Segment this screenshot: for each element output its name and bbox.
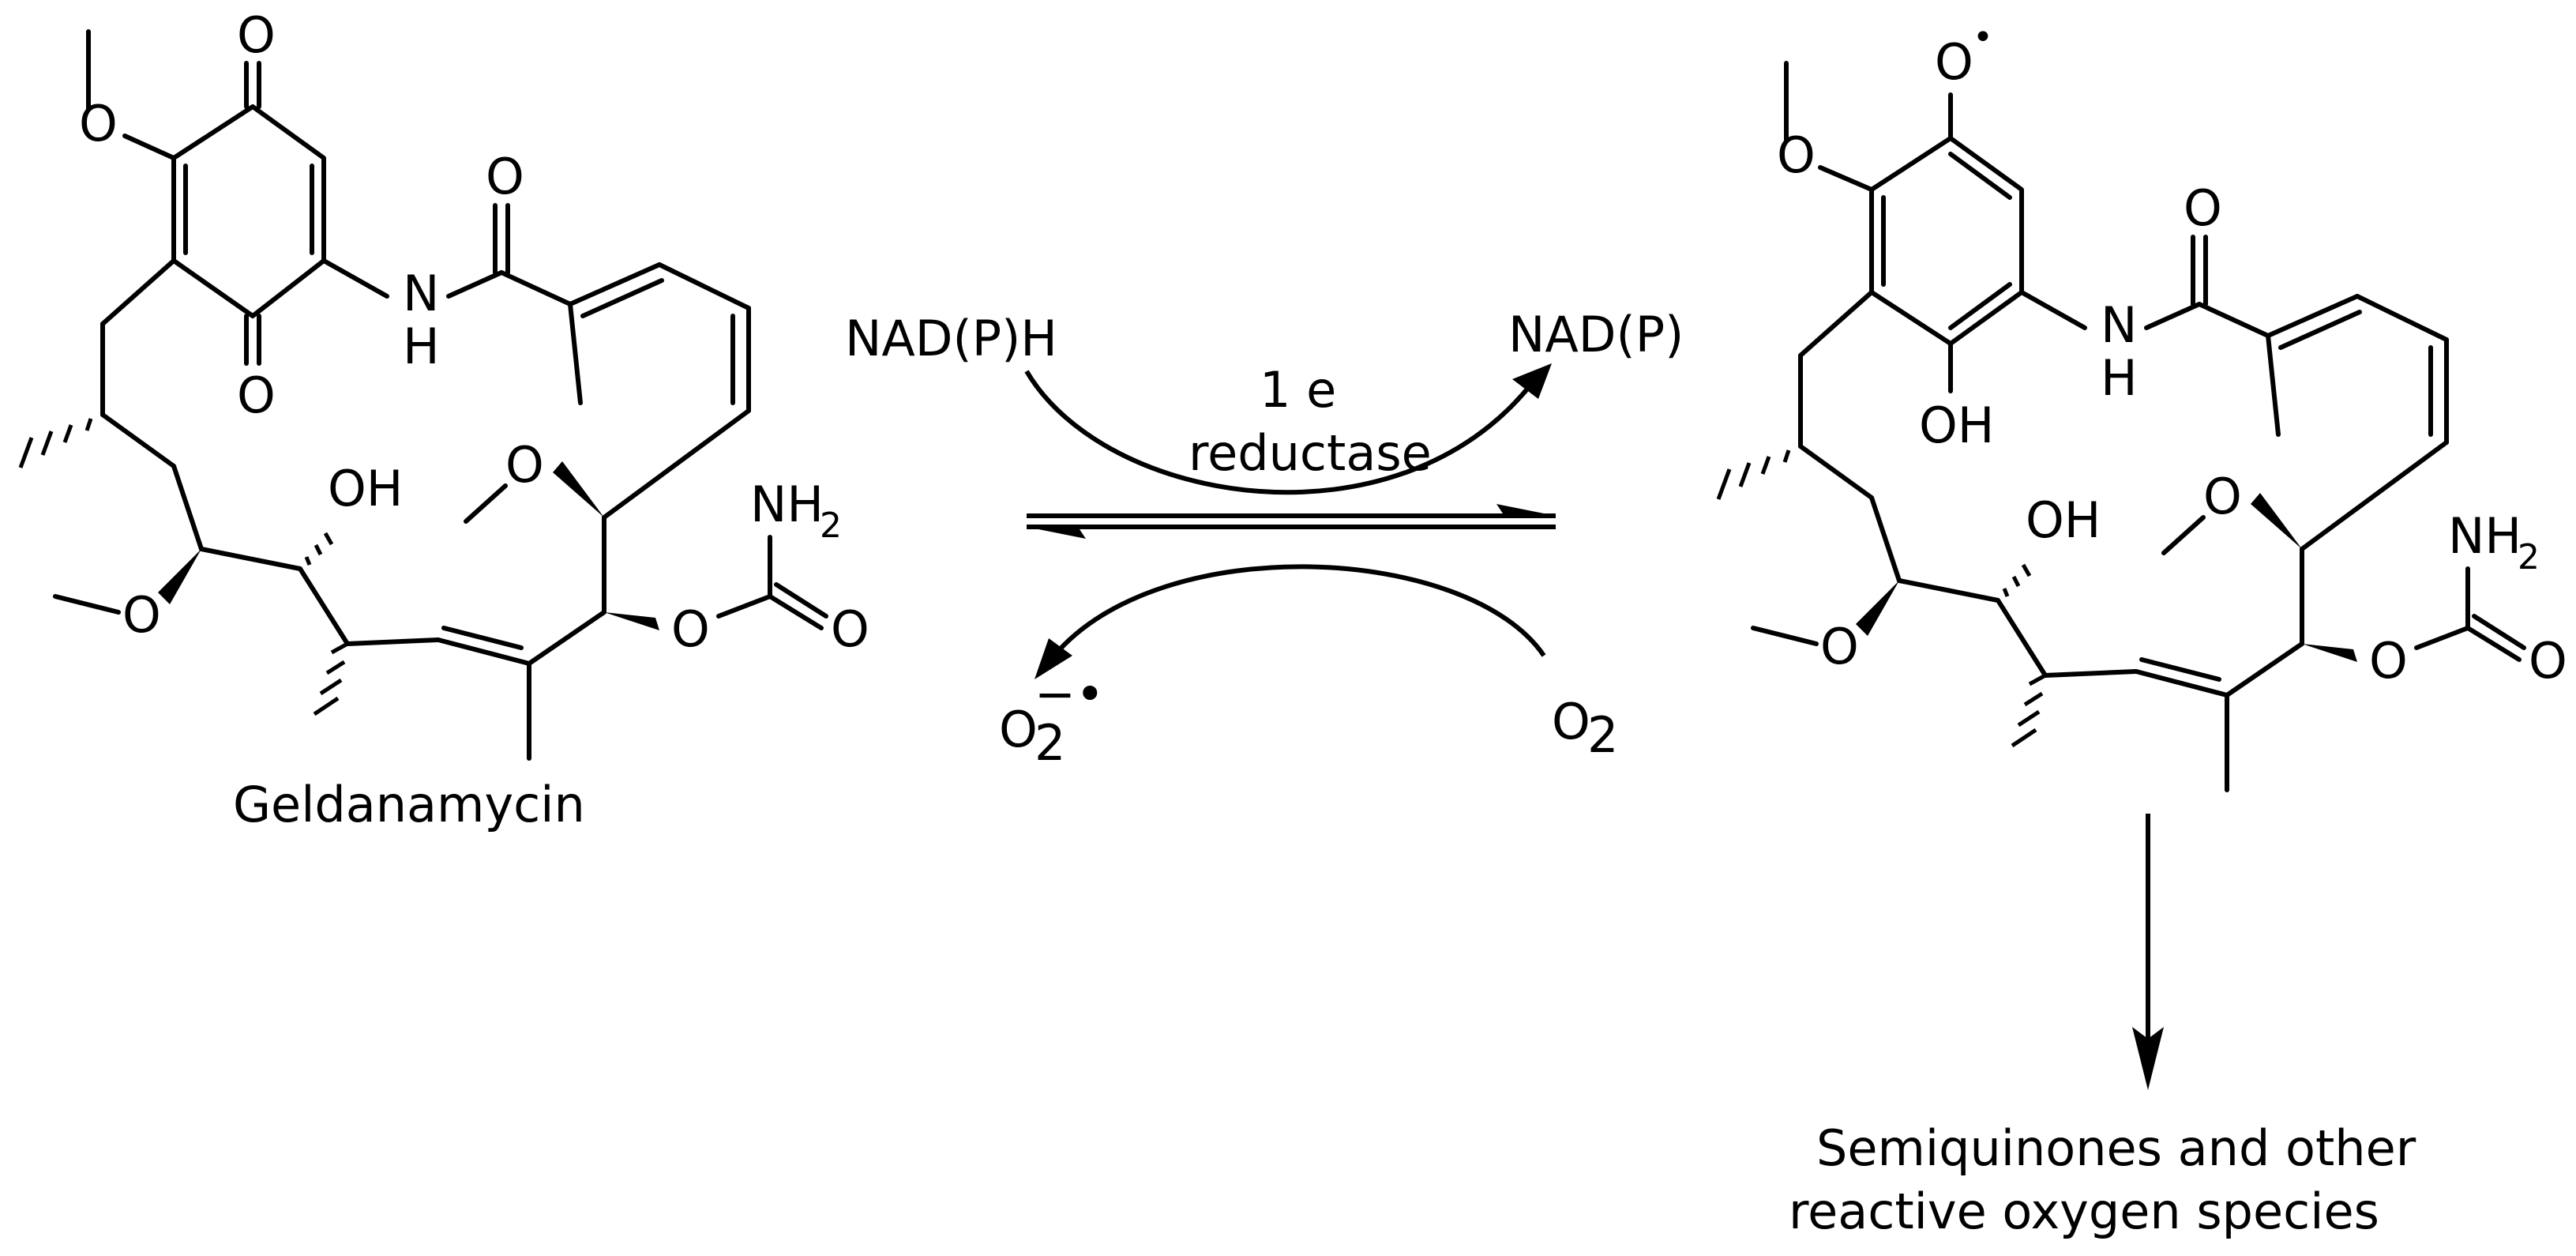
atom-n-amide: N — [403, 265, 439, 322]
atom-n-carbamate: NH — [750, 476, 824, 533]
atom-o-methoxy-lower: O — [122, 586, 161, 644]
product-atom-sub-2: 2 — [2518, 537, 2540, 577]
product-atom-o-amide: O — [2184, 179, 2222, 237]
enzyme-line1: 1 e — [1260, 361, 1336, 419]
hashed-methyl-upper — [18, 418, 93, 468]
product-atom-o-ester: O — [2369, 632, 2408, 690]
cofactor-out: NAD(P) — [1508, 306, 1684, 363]
superoxide-label: O 2 −• — [999, 665, 1105, 772]
product-hashed-methyl-lower — [2011, 673, 2047, 748]
svg-text:O: O — [1552, 693, 1590, 750]
atom-o-bottom: O — [237, 367, 276, 424]
svg-text:2: 2 — [1587, 706, 1618, 764]
product-atom-oh: OH — [2026, 491, 2101, 549]
downstream-arrow — [2132, 814, 2164, 1090]
atom-o-methoxy: O — [79, 95, 118, 152]
oxygen-curved-arrow — [1035, 564, 1546, 679]
product-atom-h-amide: H — [2101, 349, 2138, 407]
equilibrium-arrows — [1027, 504, 1556, 539]
svg-text:O: O — [999, 701, 1038, 758]
outcome-line1: Semiquinones and other — [1816, 1119, 2416, 1177]
product-atom-o-methoxy-c7: O — [2203, 468, 2242, 525]
atom-o-carbonyl: O — [831, 600, 869, 658]
geldanamycin-name: Geldanamycin — [233, 776, 585, 833]
product-atom-o-radical: O — [1935, 33, 1973, 91]
hashed-methyl-lower — [313, 641, 349, 716]
product-hashed-methyl-upper — [1716, 449, 1791, 500]
svg-text:2: 2 — [1035, 714, 1065, 772]
oxygen-label: O 2 — [1552, 693, 1618, 764]
atom-o-amide: O — [486, 148, 524, 205]
outcome-line2: reactive oxygen species — [1789, 1183, 2379, 1240]
atom-oh: OH — [328, 460, 403, 517]
atom-h-amide: H — [403, 318, 440, 375]
svg-text:−•: −• — [1035, 665, 1105, 723]
atom-o-ester: O — [671, 600, 710, 658]
atom-o-top: O — [237, 6, 276, 64]
cofactor-curved-arrow — [1024, 363, 1552, 495]
atom-o-methoxy-c7: O — [505, 436, 544, 494]
semiquinone-structure — [1716, 61, 2526, 792]
product-atom-oh-ring: OH — [1919, 397, 1994, 454]
product-atom-o-carbonyl: O — [2529, 632, 2567, 690]
geldanamycin-structure — [18, 29, 828, 761]
product-hashed-oh — [2002, 563, 2032, 597]
atom-sub-2-carbamate: 2 — [820, 506, 842, 546]
product-atom-n-carbamate: NH — [2448, 507, 2522, 565]
hashed-oh — [304, 532, 334, 566]
geldanamycin-atom-labels: O O O N H O O NH 2 O O OH O — [79, 6, 869, 658]
enzyme-line2: reductase — [1188, 424, 1432, 482]
cofactor-in: NAD(P)H — [845, 310, 1057, 367]
product-atom-o-methoxy-lower: O — [1820, 618, 1859, 675]
product-radical-dot: • — [1973, 17, 1993, 58]
product-atom-o-methoxy: O — [1777, 126, 1816, 184]
product-atom-n-amide: N — [2101, 296, 2137, 354]
semiquinone-atom-labels: O • O OH N H O O NH 2 O O OH O — [1777, 17, 2567, 690]
